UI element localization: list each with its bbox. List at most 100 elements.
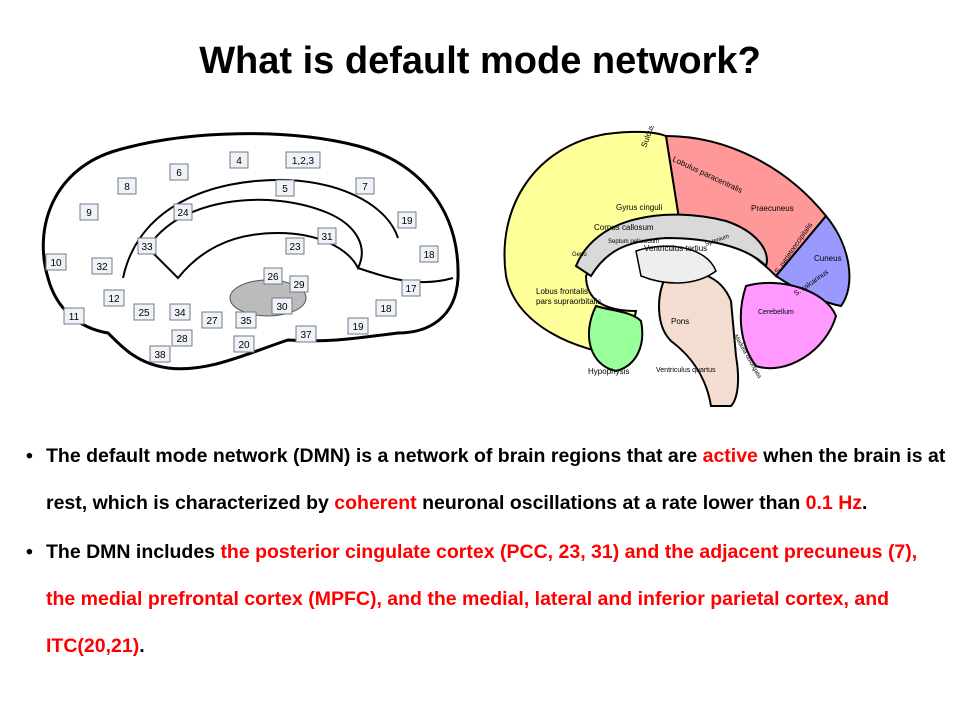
label-ventriculus-quartus: Ventriculus quartus [656,367,716,374]
svg-text:10: 10 [50,258,62,269]
svg-text:9: 9 [86,208,92,219]
svg-text:23: 23 [289,242,301,253]
bullet-text-part: The DMN includes [46,541,221,563]
svg-text:12: 12 [108,294,120,305]
svg-text:8: 8 [124,182,130,193]
bullet-text-part: when the brain is at rest, which is char… [46,445,946,514]
area-label: 32 [91,257,113,275]
area-label: 23 [285,237,305,255]
corpus-callosum-shape [574,213,768,278]
area-label: 4 [229,151,249,169]
svg-text:31: 31 [321,232,333,243]
highlight-dmn-regions: the posterior cingulate cortex (PCC, 23,… [46,541,918,657]
svg-text:35: 35 [240,316,252,327]
svg-text:37: 37 [300,330,312,341]
area-label: 26 [263,267,283,285]
midsagittal-brain-diagram: Sulcus centralis Lobulus paracentralis G… [496,93,868,408]
bullet-text-part: The default mode network (DMN) is a netw… [46,445,703,467]
area-label: 1,2,3 [285,151,321,169]
bullet-text: The DMN includes the posterior cingulate… [46,541,917,657]
area-label: 7 [355,177,375,195]
area-label: 29 [289,275,309,293]
area-label: 12 [103,289,125,307]
svg-text:4: 4 [236,156,242,167]
area-label: 24 [173,203,193,221]
thalamus-shape [635,245,717,284]
slide-title: What is default mode network? [199,40,761,82]
area-labels: 4 1,2,3 6 8 5 7 9 24 19 33 23 31 18 10 3… [45,151,439,363]
label-hypophysis: Hypophysis [588,367,629,376]
area-label: 30 [271,297,293,315]
area-label: 8 [117,177,137,195]
svg-text:25: 25 [138,308,150,319]
area-label: 17 [401,279,421,297]
area-label: 18 [419,245,439,263]
svg-text:34: 34 [174,308,186,319]
area-label: 35 [235,311,257,329]
area-label: 19 [397,211,417,229]
bullet-item: • The DMN includes the posterior cingula… [26,529,946,670]
midsagittal-diagram-svg: Sulcus centralis Lobulus paracentralis G… [503,93,851,407]
area-label: 19 [347,317,369,335]
svg-text:18: 18 [380,304,392,315]
svg-text:7: 7 [362,182,368,193]
svg-text:26: 26 [267,272,279,283]
svg-text:33: 33 [141,242,153,253]
svg-text:19: 19 [401,216,413,227]
label-lobus-frontalis: Lobus frontalis [536,287,588,296]
area-label: 31 [317,227,337,245]
svg-text:29: 29 [293,280,305,291]
brodmann-medial-brain-diagram: 4 1,2,3 6 8 5 7 9 24 19 33 23 31 18 10 3… [28,128,472,378]
bullet-text-part: . [139,635,145,657]
svg-text:28: 28 [176,334,188,345]
bullet-text-part: . [862,492,868,514]
bullet-text-part: neuronal oscillations at a rate lower th… [416,492,806,514]
label-gyrus-cinguli: Gyrus cinguli [616,203,662,212]
highlight-active: active [702,445,758,467]
area-label: 10 [45,253,67,271]
cerebellum-region [739,281,838,370]
area-label: 28 [171,329,193,347]
cingulate-sulcus [122,178,399,279]
bullet-marker: • [26,541,33,563]
svg-text:30: 30 [276,302,288,313]
svg-text:24: 24 [177,208,189,219]
svg-text:19: 19 [352,322,364,333]
area-label: 37 [295,325,317,343]
svg-text:27: 27 [206,316,218,327]
area-label: 5 [275,179,295,197]
area-label: 25 [133,303,155,321]
label-genu: Genu [572,252,587,258]
area-label: 9 [79,203,99,221]
svg-text:1,2,3: 1,2,3 [292,156,315,167]
label-cerebellum: Cerebellum [758,309,794,316]
label-corpus-callosum: Corpus callosum [594,223,654,232]
label-praecuneus: Praecuneus [751,204,794,213]
area-label: 11 [63,307,85,325]
svg-text:20: 20 [238,340,250,351]
svg-text:5: 5 [282,184,288,195]
bullet-list: • The default mode network (DMN) is a ne… [26,433,946,672]
brodmann-diagram-svg: 4 1,2,3 6 8 5 7 9 24 19 33 23 31 18 10 3… [41,132,460,371]
label-ventriculus-tertius: Ventriculus tertius [644,244,707,253]
svg-text:18: 18 [423,250,435,261]
svg-text:6: 6 [176,168,182,179]
area-label: 20 [233,335,255,353]
area-label: 6 [169,163,189,181]
label-septum-pellucidum: Septum pellucidum [608,239,659,245]
area-label: 34 [169,303,191,321]
bullet-item: • The default mode network (DMN) is a ne… [26,433,946,527]
bullet-marker: • [26,445,33,467]
brainstem-shape [658,271,740,407]
label-pons: Pons [671,317,689,326]
highlight-frequency: 0.1 Hz [805,492,863,514]
brain-outline [41,132,460,371]
svg-text:38: 38 [154,350,166,361]
svg-text:32: 32 [96,262,108,273]
area-label: 38 [149,345,171,363]
highlight-coherent: coherent [334,492,417,514]
area-label: 27 [201,311,223,329]
hypophysis-region [587,304,644,373]
label-pars-supraorbitalis: pars supraorbitalis [536,297,601,306]
area-label: 18 [375,299,397,317]
